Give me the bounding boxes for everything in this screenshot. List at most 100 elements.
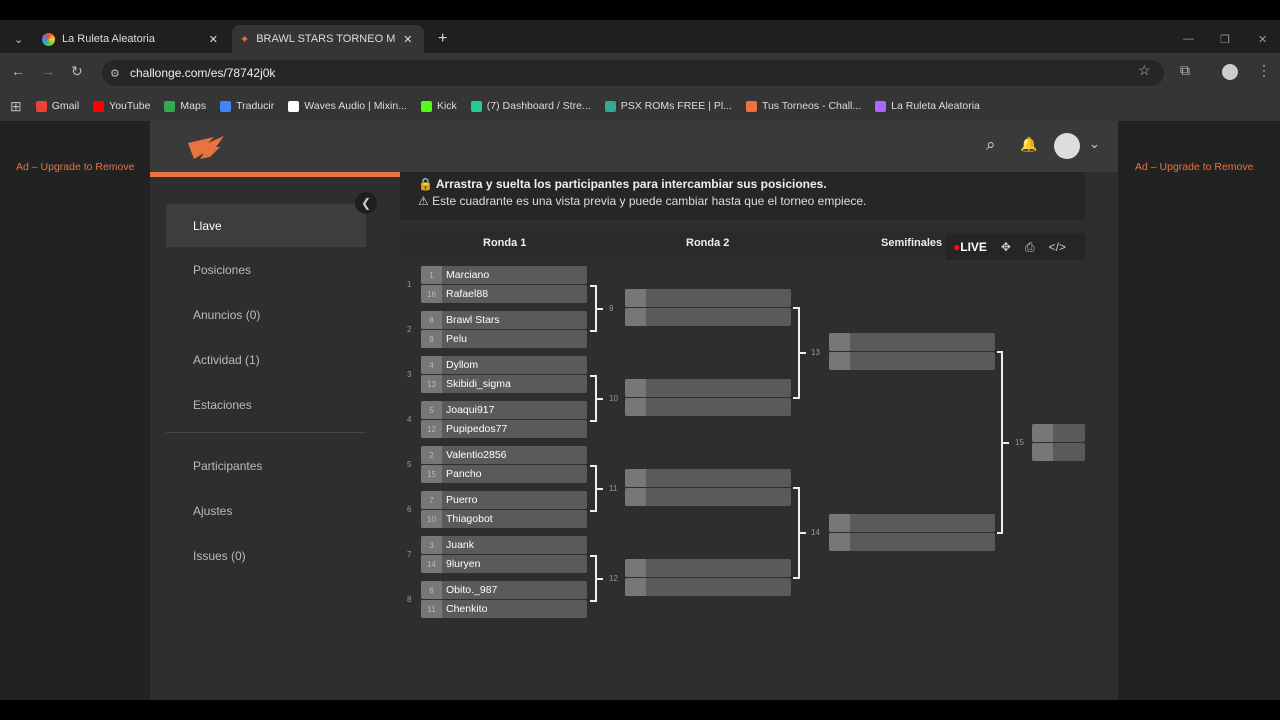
match-slot[interactable]	[625, 488, 791, 506]
sidebar-item-posiciones[interactable]: Posiciones	[193, 262, 252, 277]
match-slot[interactable]	[829, 352, 995, 370]
ad-right[interactable]: Ad – Upgrade to Remove	[1135, 161, 1254, 173]
collapse-sidebar-button[interactable]: ❮	[355, 192, 377, 214]
participant-name[interactable]: Pupipedos77	[446, 423, 508, 435]
print-icon[interactable]: ⎙	[1024, 239, 1035, 254]
bookmark-item[interactable]: PSX ROMs FREE | Pl...	[604, 100, 732, 112]
bookmark-item[interactable]: Kick	[420, 100, 457, 112]
ad-left[interactable]: Ad – Upgrade to Remove	[16, 161, 135, 173]
match-slot[interactable]	[829, 514, 995, 532]
participant-name[interactable]: Obito._987	[446, 584, 498, 596]
sidebar-item-anuncios[interactable]: Anuncios (0)	[193, 307, 261, 322]
participant-name[interactable]: Rafael88	[446, 288, 489, 300]
participant-name[interactable]: Dyllom	[446, 359, 479, 371]
reload-icon[interactable]: ↻	[71, 63, 83, 79]
bookmark-item[interactable]: Waves Audio | Mixin...	[288, 100, 407, 112]
sidebar-item-participantes[interactable]: Participantes	[193, 458, 263, 473]
close-icon[interactable]: ✕	[208, 33, 218, 46]
embed-code-icon[interactable]: </>	[1048, 240, 1066, 254]
match-slot[interactable]	[625, 578, 791, 596]
tab-search-button[interactable]: ⌄	[14, 33, 24, 46]
match-slot[interactable]	[625, 398, 791, 416]
challonge-logo[interactable]	[186, 133, 226, 161]
tab-ruleta[interactable]: La Ruleta Aleatoria✕	[34, 25, 226, 53]
extensions-icon[interactable]: ⧉	[1180, 62, 1190, 78]
sidebar-item-ajustes[interactable]: Ajustes	[193, 503, 233, 518]
search-icon[interactable]: ⌕	[986, 135, 996, 154]
bookmark-item[interactable]: Tus Torneos - Chall...	[745, 100, 861, 112]
bookmark-item[interactable]: (7) Dashboard / Stre...	[470, 100, 591, 112]
match-slot[interactable]	[829, 533, 995, 551]
participant-name[interactable]: Valentio2856	[446, 449, 507, 461]
participant-name[interactable]: Joaqui917	[446, 404, 495, 416]
sidebar-item-issues[interactable]: Issues (0)	[193, 548, 246, 563]
participant-name[interactable]: Marciano	[446, 269, 490, 281]
match-slot[interactable]	[625, 308, 791, 326]
match-slot[interactable]	[829, 333, 995, 351]
participant-name[interactable]: Chenkito	[446, 603, 488, 615]
star-icon[interactable]: ☆	[1138, 62, 1151, 78]
participant-name[interactable]: Puerro	[446, 494, 478, 506]
move-icon[interactable]: ✥	[1000, 240, 1011, 254]
sidebar-item-actividad[interactable]: Actividad (1)	[193, 352, 260, 367]
user-avatar[interactable]	[1054, 133, 1080, 159]
bookmark-item[interactable]: Traducir	[220, 100, 274, 112]
live-button[interactable]: ●LIVE	[953, 240, 987, 254]
participant-name[interactable]: Juank	[446, 539, 475, 551]
bookmark-item[interactable]: YouTube	[93, 100, 150, 112]
semifinals-header: Semifinales	[881, 237, 943, 249]
sidebar-item-llave[interactable]: Llave	[166, 204, 366, 247]
participant-name[interactable]: Thiagobot	[446, 513, 493, 525]
minimize-button[interactable]: —	[1183, 33, 1194, 45]
site-info-icon[interactable]: ⚙	[110, 67, 120, 80]
seed-number	[1032, 424, 1053, 442]
maximize-button[interactable]: ❐	[1220, 33, 1230, 46]
bookmark-item[interactable]: Gmail	[35, 100, 79, 112]
apps-icon[interactable]: ⊞	[10, 97, 22, 114]
bookmark-item[interactable]: La Ruleta Aleatoria	[875, 100, 980, 112]
participant-name[interactable]: Pelu	[446, 333, 468, 345]
match-slot[interactable]	[625, 289, 791, 307]
close-window-button[interactable]: ✕	[1258, 33, 1268, 46]
connector-line	[800, 532, 806, 534]
new-tab-button[interactable]: +	[438, 30, 448, 47]
tab-title: BRAWL STARS TORNEO MES DE	[256, 33, 396, 45]
match-slot[interactable]	[625, 559, 791, 577]
participant-name[interactable]: Brawl Stars	[446, 314, 500, 326]
participant-name[interactable]: Skibidi_sigma	[446, 378, 511, 390]
forward-icon[interactable]: →	[41, 63, 55, 79]
profile-avatar[interactable]	[1222, 64, 1238, 80]
participant-name[interactable]: Pancho	[446, 468, 482, 480]
address-bar[interactable]: ⚙challonge.com/es/78742j0k	[102, 60, 1164, 86]
match-slot[interactable]	[625, 379, 791, 397]
seed-number: 4	[421, 356, 442, 374]
sidebar-item-estaciones[interactable]: Estaciones	[193, 397, 252, 412]
match-slot[interactable]	[625, 469, 791, 487]
chevron-down-icon[interactable]: ⌄	[1089, 136, 1100, 151]
participant-name[interactable]: 9luryen	[446, 558, 481, 570]
bookmark-item[interactable]: Maps	[164, 100, 206, 112]
back-icon[interactable]: ←	[11, 63, 25, 79]
match-slot[interactable]: 4 Dyllom	[421, 356, 587, 374]
match-slot[interactable]	[1032, 443, 1085, 461]
close-icon[interactable]: ✕	[403, 33, 413, 46]
bell-icon[interactable]: 🔔	[1020, 136, 1038, 152]
tab-brawl[interactable]: ✦BRAWL STARS TORNEO MES DE✕	[232, 25, 424, 53]
menu-icon[interactable]: ⋮	[1257, 62, 1271, 78]
match-slot[interactable]	[1032, 424, 1085, 442]
